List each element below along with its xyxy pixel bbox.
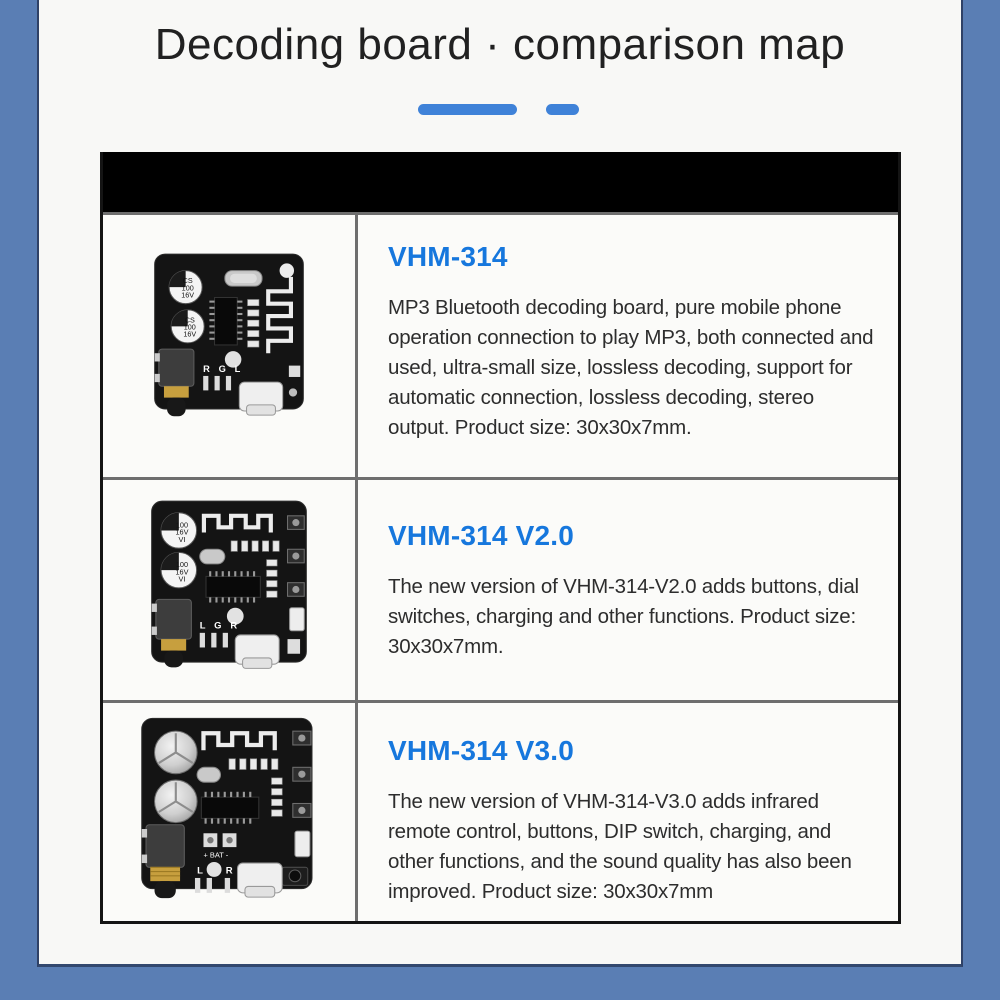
product-description: The new version of VHM-314-V2.0 adds but… xyxy=(388,575,859,658)
pad xyxy=(288,365,301,377)
product-info-cell: VHM-314 V2.0 The new version of VHM-314-… xyxy=(358,480,898,700)
pcb-antenna xyxy=(201,731,277,751)
mounting-hole xyxy=(224,351,242,368)
ic-chip xyxy=(205,571,261,603)
ir-receiver xyxy=(281,866,309,886)
page-title: Decoding board · comparison map xyxy=(154,20,846,69)
audio-jack xyxy=(154,348,195,417)
product-image-cell: CS 100 16V CS 100 16V xyxy=(103,215,358,477)
audio-jack xyxy=(141,824,185,899)
product-description: The new version of VHM-314-V3.0 adds inf… xyxy=(388,790,852,903)
capacitor xyxy=(154,779,198,824)
solder-pads xyxy=(203,375,232,391)
svg-text:100: 100 xyxy=(182,283,194,292)
svg-text:16V: 16V xyxy=(181,290,194,299)
product-description: MP3 Bluetooth decoding board, pure mobil… xyxy=(388,296,874,439)
crystal-oscillator xyxy=(199,548,226,565)
capacitor: 100 16V VI xyxy=(160,512,198,549)
product-info-cell: VHM-314 V3.0 The new version of VHM-314-… xyxy=(358,703,898,921)
svg-text:100: 100 xyxy=(184,322,196,331)
solder-pads xyxy=(194,877,231,893)
table-row: 100 16V VI 100 16V VI xyxy=(103,477,898,700)
resistors xyxy=(266,559,278,598)
product-image-cell: 100 16V VI 100 16V VI xyxy=(103,480,358,700)
battery-pads: + BAT - xyxy=(203,833,237,860)
micro-usb-port xyxy=(234,634,280,669)
channel-label: L G R xyxy=(200,620,241,631)
resistors xyxy=(230,540,280,552)
capacitor: 100 16V VI xyxy=(160,551,198,589)
pad xyxy=(288,388,298,397)
switch xyxy=(289,607,305,632)
bat-label: + BAT - xyxy=(203,851,228,860)
capacitor: CS 100 16V xyxy=(168,270,203,305)
micro-usb-port xyxy=(236,862,283,898)
crystal-oscillator xyxy=(224,270,263,287)
tactile-buttons xyxy=(292,730,312,818)
ic-chip xyxy=(200,791,260,824)
svg-text:100: 100 xyxy=(176,560,188,569)
table-row: + BAT - xyxy=(103,700,898,921)
channel-label: L xyxy=(197,866,203,877)
crystal-oscillator xyxy=(196,766,222,783)
product-name: VHM-314 V3.0 xyxy=(388,735,575,766)
svg-text:100: 100 xyxy=(176,520,188,529)
svg-text:VI: VI xyxy=(179,535,186,544)
svg-text:CS: CS xyxy=(183,276,193,285)
svg-text:VI: VI xyxy=(179,575,186,584)
product-name: VHM-314 xyxy=(388,241,508,272)
pcb-antenna xyxy=(201,513,273,533)
product-image-cell: + BAT - xyxy=(103,703,358,921)
mounting-hole xyxy=(279,263,295,278)
micro-usb-port xyxy=(238,381,284,416)
vhm-314-v2-board-image: 100 16V VI 100 16V VI xyxy=(151,500,307,669)
channel-label: R xyxy=(226,866,233,877)
svg-text:16V: 16V xyxy=(175,567,188,576)
pad xyxy=(287,639,301,654)
title-underline-short xyxy=(546,104,579,115)
svg-text:CS: CS xyxy=(185,315,195,324)
channel-label: R G L xyxy=(203,364,243,374)
vhm-314-v3-board-image: + BAT - xyxy=(141,717,313,899)
resistors xyxy=(247,299,260,348)
capacitor xyxy=(154,730,198,775)
resistors xyxy=(228,758,283,817)
product-name: VHM-314 V2.0 xyxy=(388,520,575,551)
table-row: CS 100 16V CS 100 16V xyxy=(103,215,898,477)
svg-text:16V: 16V xyxy=(183,330,196,339)
svg-text:16V: 16V xyxy=(175,528,188,537)
mounting-hole xyxy=(206,862,222,877)
pcb-antenna xyxy=(266,276,293,354)
switch xyxy=(294,830,311,858)
product-info-cell: VHM-314 MP3 Bluetooth decoding board, pu… xyxy=(358,215,898,477)
solder-pads xyxy=(199,632,228,648)
tactile-buttons xyxy=(286,515,305,597)
capacitor: CS 100 16V xyxy=(170,309,205,344)
vhm-314-board-image: CS 100 16V CS 100 16V xyxy=(154,253,304,417)
title-underline-long xyxy=(418,104,517,115)
ic-chip xyxy=(209,296,243,346)
audio-jack xyxy=(151,598,192,668)
mounting-hole xyxy=(226,607,244,625)
comparison-table: CS 100 16V CS 100 16V xyxy=(100,152,901,924)
table-header-bar xyxy=(103,152,898,215)
